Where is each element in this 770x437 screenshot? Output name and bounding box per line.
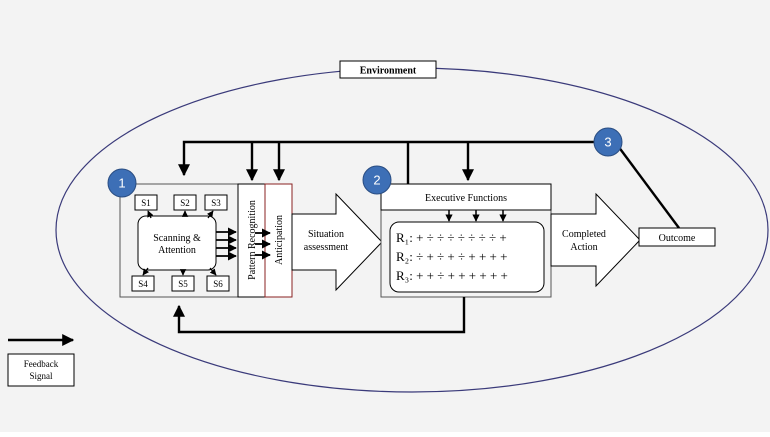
sensor-label-s6: S6 xyxy=(213,279,223,289)
scanning-to-pattern-arrows xyxy=(216,227,237,261)
completed-label-line2: Action xyxy=(570,242,597,253)
scanning-label-line1: Scanning & xyxy=(153,233,201,244)
rule-r2: R₂: ÷ + ÷ + ÷ + + + + xyxy=(396,249,507,264)
feedback-line-top xyxy=(178,140,605,177)
legend-box xyxy=(7,353,75,387)
completed-action-arrow xyxy=(550,192,641,288)
legend-label-line1: Feedback xyxy=(24,359,59,369)
environment-label-box xyxy=(339,60,437,79)
badge-2-label: 2 xyxy=(373,173,380,188)
environment-label: Environment xyxy=(360,66,417,77)
situation-assessment-arrow xyxy=(291,192,383,292)
completed-label-line1: Completed xyxy=(562,229,606,240)
situation-label-line2: assessment xyxy=(304,242,349,253)
rules-box xyxy=(389,221,545,293)
sensor-box-s1 xyxy=(134,194,158,211)
sensor-box-s4 xyxy=(131,275,155,292)
badge-1-label: 1 xyxy=(118,176,125,191)
scanning-attention-box xyxy=(137,215,217,271)
scanning-label-line2: Attention xyxy=(158,245,196,256)
outcome-box xyxy=(638,227,716,247)
executive-to-rules-arrows xyxy=(445,210,507,222)
executive-functions-header xyxy=(380,183,552,211)
sensor-label-s3: S3 xyxy=(211,198,221,208)
badge-3 xyxy=(593,127,623,157)
badge-2 xyxy=(362,165,392,195)
outcome-feedback-line xyxy=(617,145,680,229)
sensor-arrows xyxy=(142,210,217,276)
rule-r1: R₁: + ÷ ÷ ÷ ÷ ÷ ÷ ÷ + xyxy=(396,230,507,245)
sensor-label-s1: S1 xyxy=(141,198,151,208)
sensor-label-s2: S2 xyxy=(180,198,190,208)
sensor-box-s6 xyxy=(206,275,230,292)
rule-r3: R₃: + + ÷ + + + + + + xyxy=(396,268,508,283)
legend-label-line2: Signal xyxy=(29,371,53,381)
sensor-box-s2 xyxy=(173,194,197,211)
badge-3-label: 3 xyxy=(604,135,611,150)
situation-label-line1: Situation xyxy=(308,229,344,240)
badge-1 xyxy=(107,168,137,198)
pattern-recognition-column xyxy=(237,183,266,298)
outcome-label: Outcome xyxy=(659,233,696,244)
sensor-box-s3 xyxy=(204,194,228,211)
pattern-recognition-label: Pattern Recognition xyxy=(247,200,258,280)
anticipation-label: Anticipation xyxy=(274,215,285,265)
sensor-label-s5: S5 xyxy=(178,279,188,289)
pattern-to-anticipation-arrows xyxy=(255,228,271,260)
sensor-box-s5 xyxy=(171,275,195,292)
executive-functions-label: Executive Functions xyxy=(425,193,507,204)
feedback-line-bottom xyxy=(173,297,466,334)
sensor-label-s4: S4 xyxy=(138,279,148,289)
